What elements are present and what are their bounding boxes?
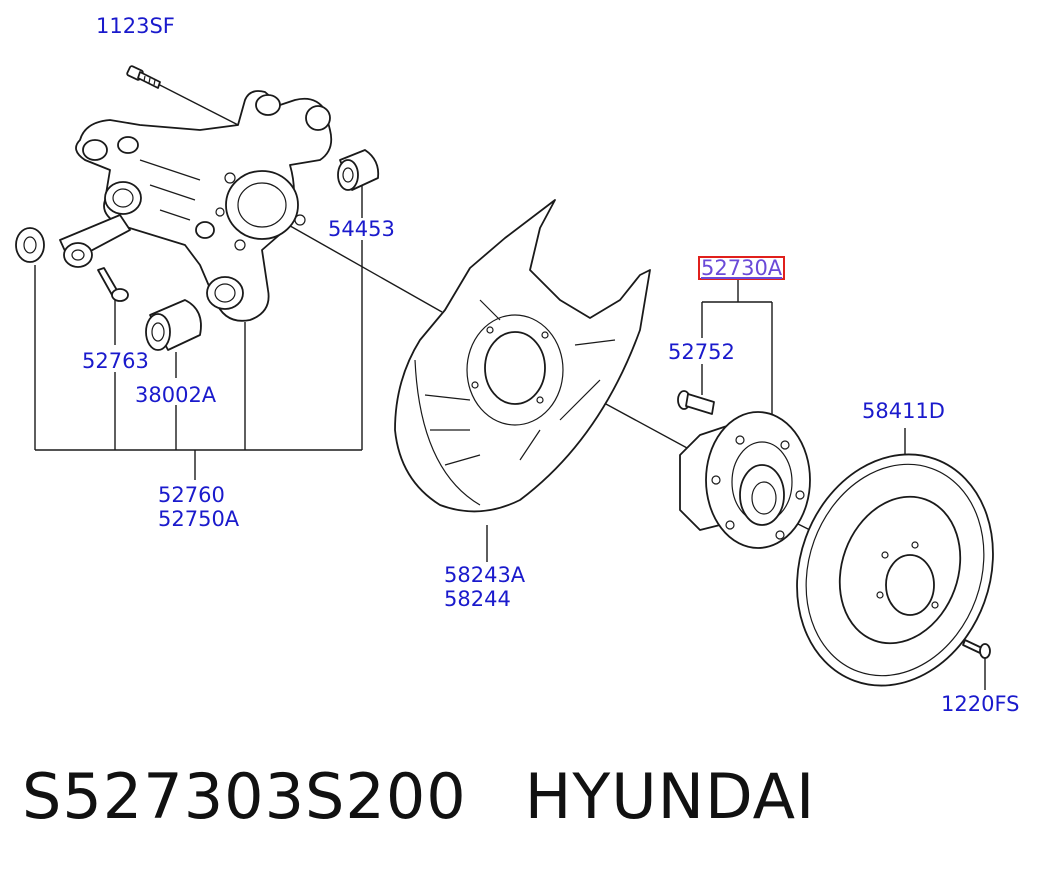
bushing-38002a [145, 299, 202, 351]
part-number: S527303S200 [22, 760, 467, 833]
label-54453[interactable]: 54453 [328, 217, 395, 241]
label-58411d[interactable]: 58411D [862, 399, 945, 423]
label-38002a[interactable]: 38002A [135, 383, 217, 407]
label-52750a[interactable]: 52750A [158, 507, 240, 531]
label-52760[interactable]: 52760 [158, 483, 225, 507]
screw-1220fs [962, 639, 991, 659]
rear-knuckle [59, 90, 333, 322]
label-58244[interactable]: 58244 [444, 587, 511, 611]
dust-shield [394, 199, 651, 513]
label-52752[interactable]: 52752 [668, 340, 735, 364]
brand-name: HYUNDAI [524, 760, 816, 833]
label-52730a-highlighted[interactable]: 52730A [698, 256, 786, 280]
wheel-hub-assembly [679, 411, 811, 549]
bolt-52763 [97, 267, 129, 302]
exploded-parts-diagram [15, 65, 994, 690]
stud-bolt-52752 [677, 390, 715, 415]
washer-left [15, 227, 45, 263]
label-52763[interactable]: 52763 [82, 349, 149, 373]
brake-disc [796, 453, 994, 687]
bolt-1123sf [126, 65, 161, 89]
label-1123sf[interactable]: 1123SF [96, 14, 175, 38]
label-1220fs[interactable]: 1220FS [941, 692, 1020, 716]
label-58243a[interactable]: 58243A [444, 563, 526, 587]
bushing-54453 [337, 149, 380, 191]
footer-caption: S527303S200 HYUNDAI [22, 760, 815, 834]
